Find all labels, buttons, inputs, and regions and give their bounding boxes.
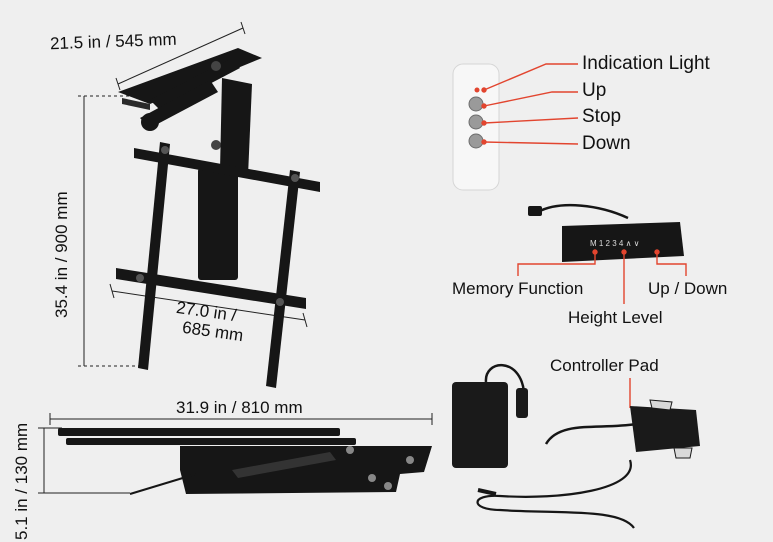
up-button-icon xyxy=(468,96,484,112)
keypad-callouts xyxy=(517,249,687,408)
up-label: Up xyxy=(582,80,607,101)
remote-callouts xyxy=(481,63,579,145)
keypad: M 1 2 3 4 ∧ ∨ xyxy=(528,203,684,262)
controller-pad-label: Controller Pad xyxy=(550,356,659,375)
memory-function-label: Memory Function xyxy=(452,279,584,298)
down-label: Down xyxy=(582,133,631,154)
remote-control xyxy=(452,63,500,191)
up-down-label: Up / Down xyxy=(648,279,728,298)
height-level-label: Height Level xyxy=(568,308,663,327)
mount-height-dimension: 35.4 in / 900 mm xyxy=(52,191,71,318)
controller-box xyxy=(476,399,700,529)
folded-length-dimension: 31.9 in / 810 mm xyxy=(176,398,303,417)
folded-height-dimension: 5.1 in / 130 mm xyxy=(12,422,31,540)
stop-button-icon xyxy=(468,114,484,130)
folded-mount xyxy=(58,428,432,495)
down-button-icon xyxy=(468,133,484,149)
dimension-lines xyxy=(38,21,433,494)
indication-light-icon xyxy=(474,87,480,93)
ceiling-mount xyxy=(116,48,320,388)
keypad-face-text: M 1 2 3 4 ∧ ∨ xyxy=(590,239,640,248)
power-adapter xyxy=(452,364,528,468)
indication-light-label: Indication Light xyxy=(582,53,710,74)
stop-label: Stop xyxy=(582,106,622,127)
